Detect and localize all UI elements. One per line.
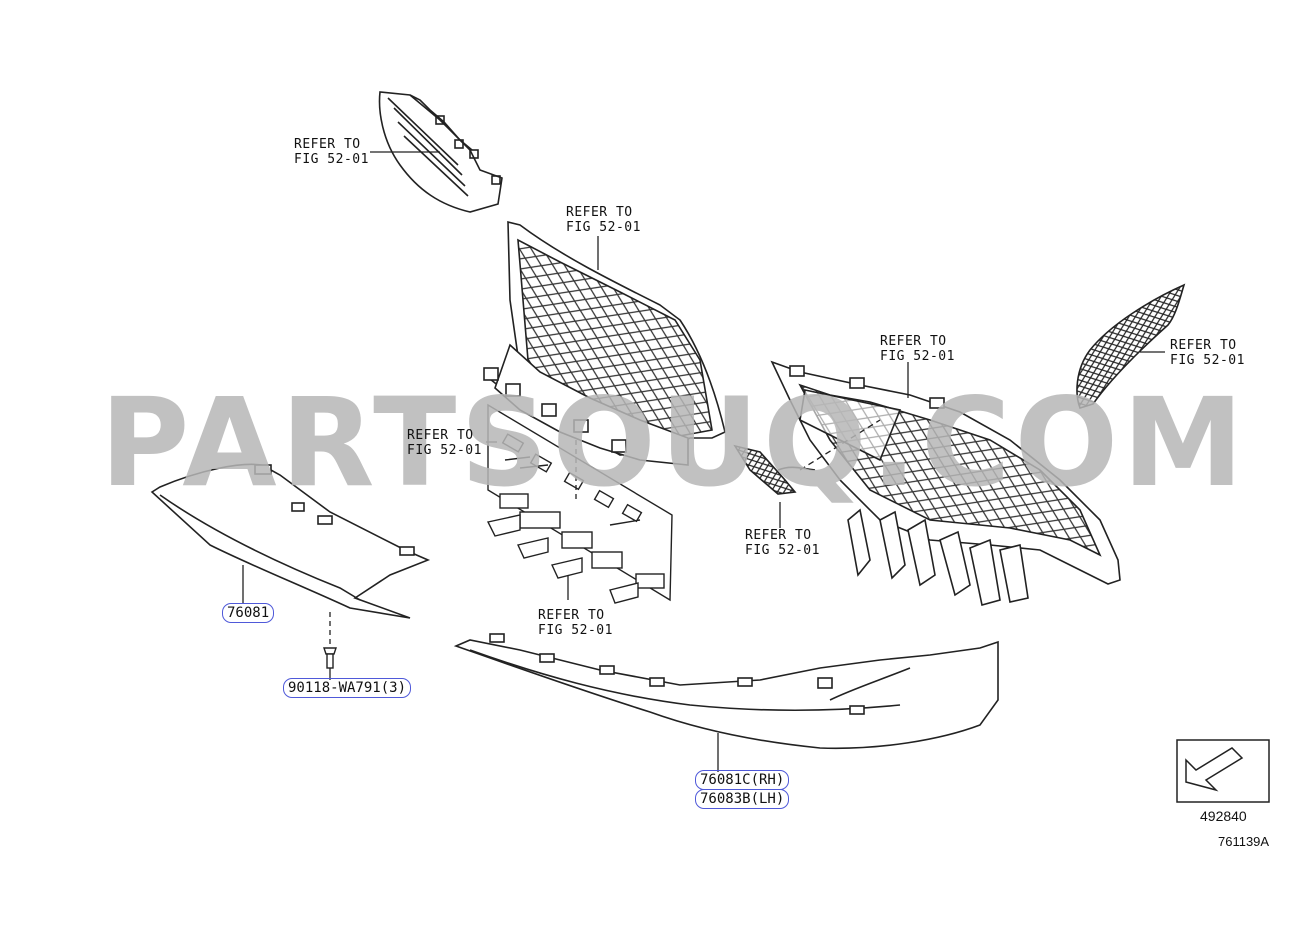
main-grille-part: [483, 220, 726, 466]
watermark-text: PARTSOUQ.COM: [100, 372, 1248, 514]
refer-label-1-line2: FIG 52-01: [294, 152, 369, 167]
part-number-76081c-rh[interactable]: 76081C(RH): [695, 770, 790, 790]
refer-label-4[interactable]: REFER TO FIG 52-01: [1170, 338, 1245, 368]
refer-label-2[interactable]: REFER TO FIG 52-01: [566, 205, 641, 235]
upper-grille-part: [378, 91, 503, 213]
refer-label-4-line1: REFER TO: [1170, 338, 1237, 353]
refer-label-3-line2: FIG 52-01: [880, 349, 955, 364]
refer-label-2-line2: FIG 52-01: [566, 220, 641, 235]
refer-label-5-line1: REFER TO: [407, 428, 474, 443]
refer-label-5[interactable]: REFER TO FIG 52-01: [407, 428, 482, 458]
direction-arrow-icon: [1176, 739, 1270, 803]
refer-label-2-line1: REFER TO: [566, 205, 633, 220]
refer-label-1-line1: REFER TO: [294, 137, 361, 152]
lower-bumper-trim-part: [453, 633, 999, 750]
refer-label-5-line2: FIG 52-01: [407, 443, 482, 458]
part-number-76083b-lh[interactable]: 76083B(LH): [695, 789, 790, 809]
refer-label-7-line2: FIG 52-01: [538, 623, 613, 638]
figure-code: 761139A: [1218, 834, 1270, 849]
right-grille-part: [770, 360, 1121, 606]
refer-label-6[interactable]: REFER TO FIG 52-01: [745, 528, 820, 558]
refer-label-6-line1: REFER TO: [745, 528, 812, 543]
refer-label-3[interactable]: REFER TO FIG 52-01: [880, 334, 955, 364]
arrow-box-code: 492840: [1200, 808, 1247, 824]
refer-label-6-line2: FIG 52-01: [745, 543, 820, 558]
refer-label-4-line2: FIG 52-01: [1170, 353, 1245, 368]
clip-kit-part: [486, 403, 673, 604]
refer-label-7[interactable]: REFER TO FIG 52-01: [538, 608, 613, 638]
side-grille-part: [1076, 283, 1186, 409]
refer-label-1[interactable]: REFER TO FIG 52-01: [294, 137, 369, 167]
refer-label-3-line1: REFER TO: [880, 334, 947, 349]
part-number-76081[interactable]: 76081: [222, 603, 275, 623]
refer-label-7-line1: REFER TO: [538, 608, 605, 623]
leader-lines: [242, 151, 1165, 772]
part-number-90118-wa791[interactable]: 90118-WA791(3): [283, 678, 412, 698]
clip-90118-part: [323, 647, 337, 669]
sensor-bracket-part: [733, 444, 816, 495]
bumper-trim-76081-part: [150, 463, 431, 619]
